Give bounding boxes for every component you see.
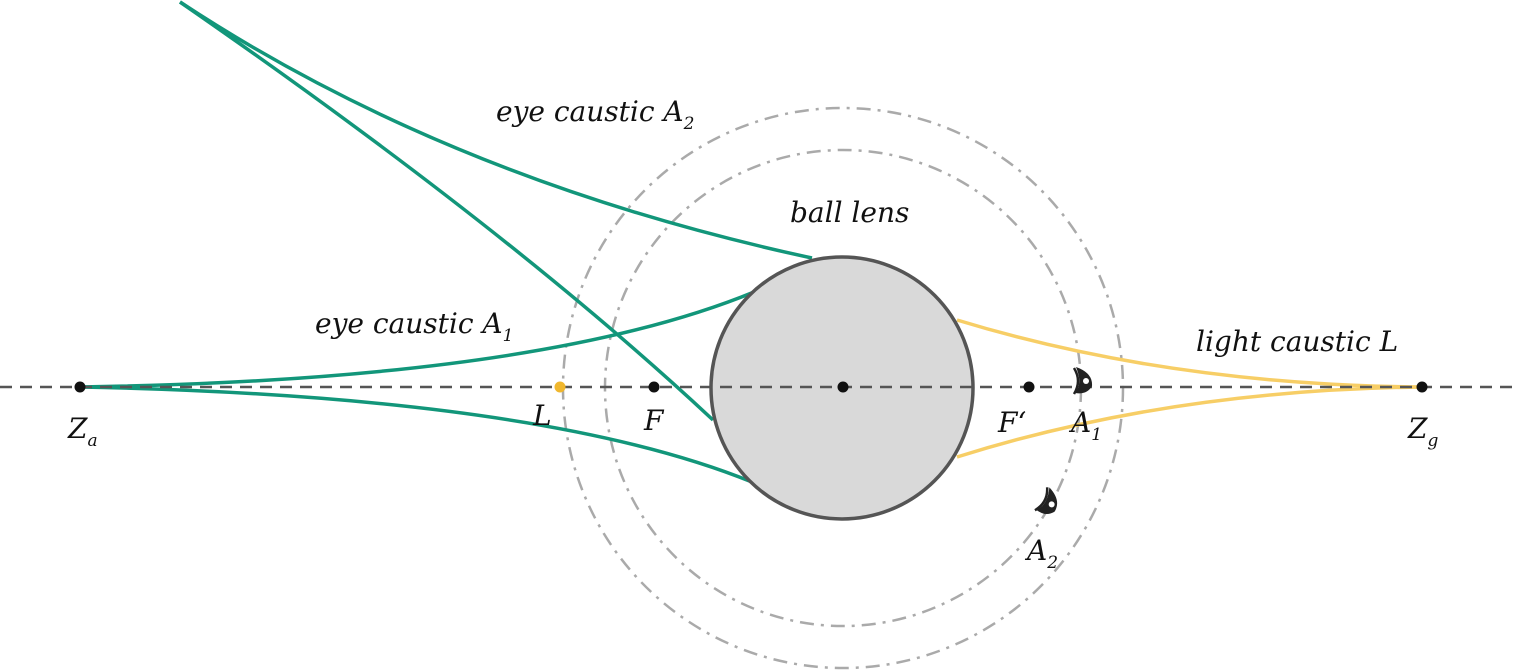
eye-caustic-a1-label: eye caustic A1 — [315, 307, 513, 346]
point-f-prime — [1023, 381, 1035, 393]
light-caustic-label: light caustic L — [1196, 325, 1398, 358]
eye-caustic-a2-curve-lower — [179, 0, 715, 422]
l-label: L — [532, 399, 552, 432]
eye-caustic-a1-curve-upper — [79, 290, 755, 389]
f-prime-label: F‘ — [997, 406, 1026, 439]
light-caustic-curve-lower — [956, 385, 1423, 459]
point-za — [74, 381, 86, 393]
eye-icon — [1072, 367, 1093, 395]
zg-label: Zg — [1407, 412, 1438, 451]
eye-caustic-a2-curve-upper — [179, 0, 813, 260]
point-l — [554, 381, 566, 393]
f-label: F — [643, 404, 665, 437]
a1-label: A1 — [1068, 406, 1102, 445]
a2-label: A2 — [1024, 534, 1058, 573]
ball-lens-label: ball lens — [790, 196, 909, 229]
eye-caustic-a2-label: eye caustic A2 — [496, 95, 694, 134]
eye-icon — [1034, 487, 1058, 515]
light-caustic-curve-upper — [956, 318, 1423, 389]
za-label: Za — [67, 412, 98, 451]
point-lens-center — [837, 381, 849, 393]
eye-caustic-a1-curve-lower — [79, 385, 753, 484]
point-f — [648, 381, 660, 393]
point-zg — [1416, 381, 1428, 393]
